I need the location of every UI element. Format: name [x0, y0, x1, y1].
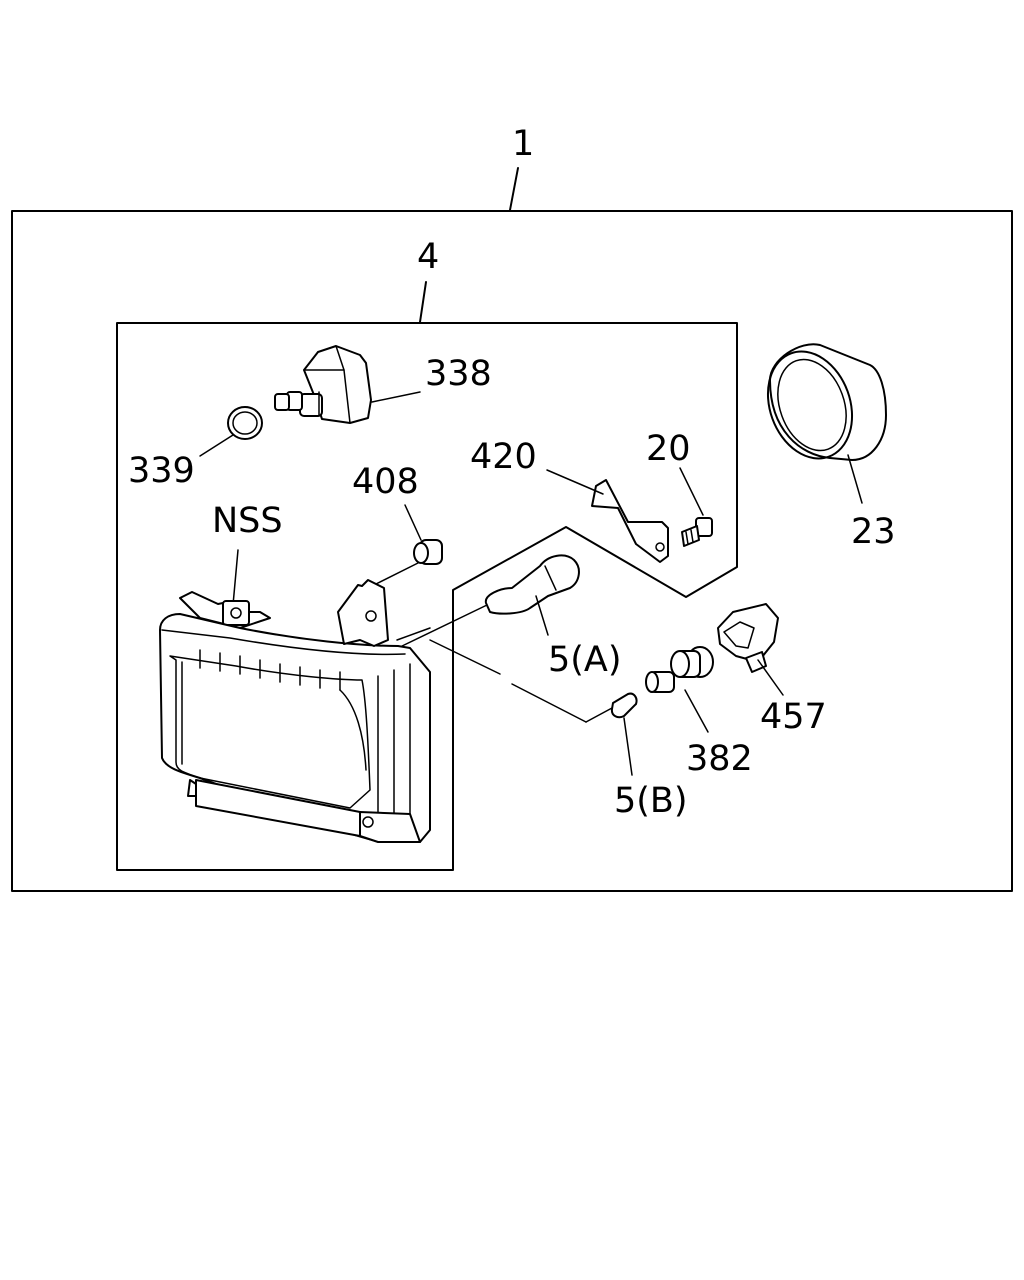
- sub-assembly-frame: [116, 322, 738, 871]
- bushing-part: [413, 539, 443, 565]
- label-bulb-a: 5(A): [548, 640, 622, 680]
- ring-cover-part: [766, 343, 887, 461]
- label-socket: 382: [686, 739, 753, 779]
- label-bracket: 420: [470, 437, 537, 477]
- label-bushing: 408: [352, 462, 419, 502]
- label-connector: 457: [760, 697, 827, 737]
- label-o-ring: 339: [128, 451, 195, 491]
- label-ring-cover: 23: [851, 512, 896, 552]
- bulb-b-part: [610, 692, 638, 719]
- assembly-frame: [11, 210, 1013, 892]
- o-ring-part: [227, 406, 263, 440]
- screw-part: [681, 517, 713, 547]
- bulb-a-part: [484, 554, 580, 615]
- label-bulb-b: 5(B): [614, 781, 688, 821]
- actuator-part: [274, 345, 372, 424]
- label-sub-assembly: 4: [417, 237, 439, 277]
- label-actuator: 338: [425, 354, 492, 394]
- label-assembly: 1: [512, 124, 534, 164]
- lamp-body: [159, 579, 431, 843]
- socket-part: [645, 646, 714, 693]
- connector-part: [717, 603, 779, 673]
- label-screw: 20: [646, 429, 691, 469]
- label-nss: NSS: [212, 501, 283, 541]
- bracket-part: [591, 479, 669, 563]
